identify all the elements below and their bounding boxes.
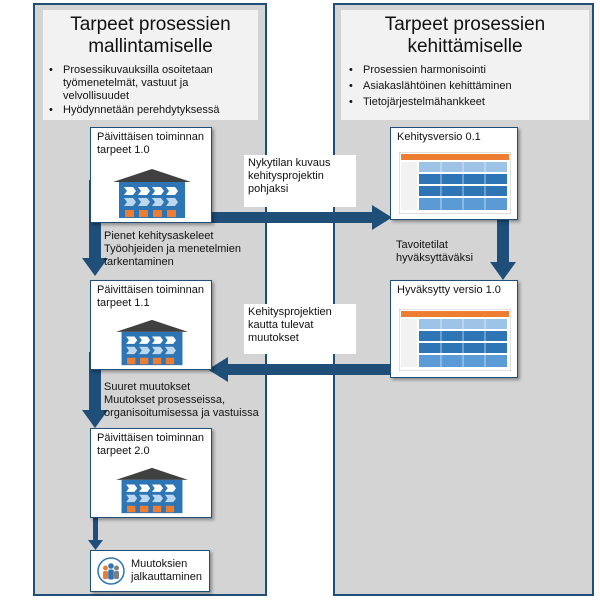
right-header: Tarpeet prosessien kehittämiselle Proses… (341, 10, 589, 120)
horizontal-arrow-right (212, 212, 374, 223)
note-line: Kehitysprojektien (248, 306, 332, 318)
arrow-head (372, 205, 392, 230)
box-title-line1: Päivittäisen toiminnan (97, 131, 205, 143)
right-bullet: Tietojärjestelmähankkeet (347, 96, 585, 109)
rollout-box[interactable]: Muutoksien jalkauttaminen (90, 550, 210, 592)
box-title-line1: Muutoksien (131, 558, 188, 570)
note-line: Nykytilan kuvaus (248, 157, 331, 169)
left-header: Tarpeet prosessien mallintamiselle Prose… (43, 10, 258, 120)
process-map-thumbnail (399, 152, 511, 214)
label-line: organisoitumisessa ja vastuissa (104, 407, 259, 419)
label-line: hyväksyttäväksi (396, 252, 474, 264)
building-process-icon (116, 467, 188, 514)
left-title-line1: Tarpeet prosessien (70, 14, 231, 35)
label-line: tarkentaminen (104, 256, 174, 268)
process-map-thumbnail (399, 309, 511, 371)
arrow-head (82, 410, 108, 428)
right-bullet: Asiakaslähtöinen kehittäminen (347, 80, 585, 93)
approved-version-1-0-box[interactable]: Hyväksytty versio 1.0 (390, 280, 518, 378)
box-title-line1: Päivittäisen toiminnan (97, 284, 205, 296)
box-title-line2: tarpeet 1.1 (97, 297, 150, 309)
right-bullet: Prosessien harmonisointi (347, 64, 585, 77)
box-title: Kehitysversio 0.1 (397, 131, 481, 143)
box-title: Päivittäisen toiminnan tarpeet 1.0 (97, 131, 204, 157)
daily-needs-2-0-box[interactable]: Päivittäisen toiminnan tarpeet 2.0 (90, 428, 212, 518)
right-title: Tarpeet prosessien kehittämiselle (341, 14, 589, 58)
development-version-0-1-box[interactable]: Kehitysversio 0.1 (390, 127, 518, 220)
box-title-line2: tarpeet 2.0 (97, 445, 150, 457)
left-bullet: Prosessikuvauksilla osoitetaan työmenete… (47, 64, 255, 103)
note-line: muutokset (248, 332, 299, 344)
box-title: Päivittäisen toiminnan tarpeet 1.1 (97, 284, 204, 310)
label-line: Työohjeiden ja menetelmien (104, 243, 241, 255)
box-title: Hyväksytty versio 1.0 (397, 284, 501, 296)
current-state-note: Nykytilan kuvaus kehitysprojektin pohjak… (244, 155, 356, 207)
right-title-line2: kehittämiselle (407, 36, 523, 57)
box-title-line1: Päivittäisen toiminnan (97, 432, 205, 444)
people-icon (97, 557, 125, 585)
right-title-line1: Tarpeet prosessien (384, 14, 546, 35)
arrow-head (208, 357, 228, 382)
building-process-icon (113, 169, 191, 218)
daily-needs-1-0-box[interactable]: Päivittäisen toiminnan tarpeet 1.0 (90, 127, 212, 223)
label-line: Suuret muutokset (104, 381, 191, 393)
targets-label: Tavoitetilat hyväksyttäväksi (396, 239, 473, 265)
note-line: kehitysprojektin (248, 170, 324, 182)
left-bullet: Hyödynnetään perehdytyksessä (47, 104, 255, 117)
label-line: Tavoitetilat (396, 239, 448, 251)
note-line: pohjaksi (248, 183, 289, 195)
box-title: Muutoksien jalkauttaminen (131, 558, 202, 584)
box-title: Päivittäisen toiminnan tarpeet 2.0 (97, 432, 204, 458)
arrow-head (490, 262, 516, 280)
horizontal-arrow-left (226, 364, 390, 375)
arrow-head (82, 258, 108, 276)
label-line: Muutokset prosesseissa, (104, 394, 226, 406)
box-title-line2: jalkauttaminen (131, 571, 202, 583)
big-changes-label: Suuret muutokset Muutokset prosesseissa,… (104, 381, 259, 420)
arrow-head (88, 540, 103, 550)
left-title-line2: mallintamiselle (88, 36, 213, 57)
spine-segment (93, 500, 98, 540)
box-title-line2: tarpeet 1.0 (97, 144, 150, 156)
project-changes-note: Kehitysprojektien kautta tulevat muutoks… (244, 304, 356, 354)
building-process-icon (116, 319, 188, 366)
spine-segment (497, 220, 509, 262)
small-steps-label: Pienet kehitysaskeleet Työohjeiden ja me… (104, 230, 241, 269)
label-line: Pienet kehitysaskeleet (104, 230, 214, 242)
note-line: kautta tulevat (248, 319, 314, 331)
daily-needs-1-1-box[interactable]: Päivittäisen toiminnan tarpeet 1.1 (90, 280, 212, 370)
left-title: Tarpeet prosessien mallintamiselle (43, 14, 258, 58)
